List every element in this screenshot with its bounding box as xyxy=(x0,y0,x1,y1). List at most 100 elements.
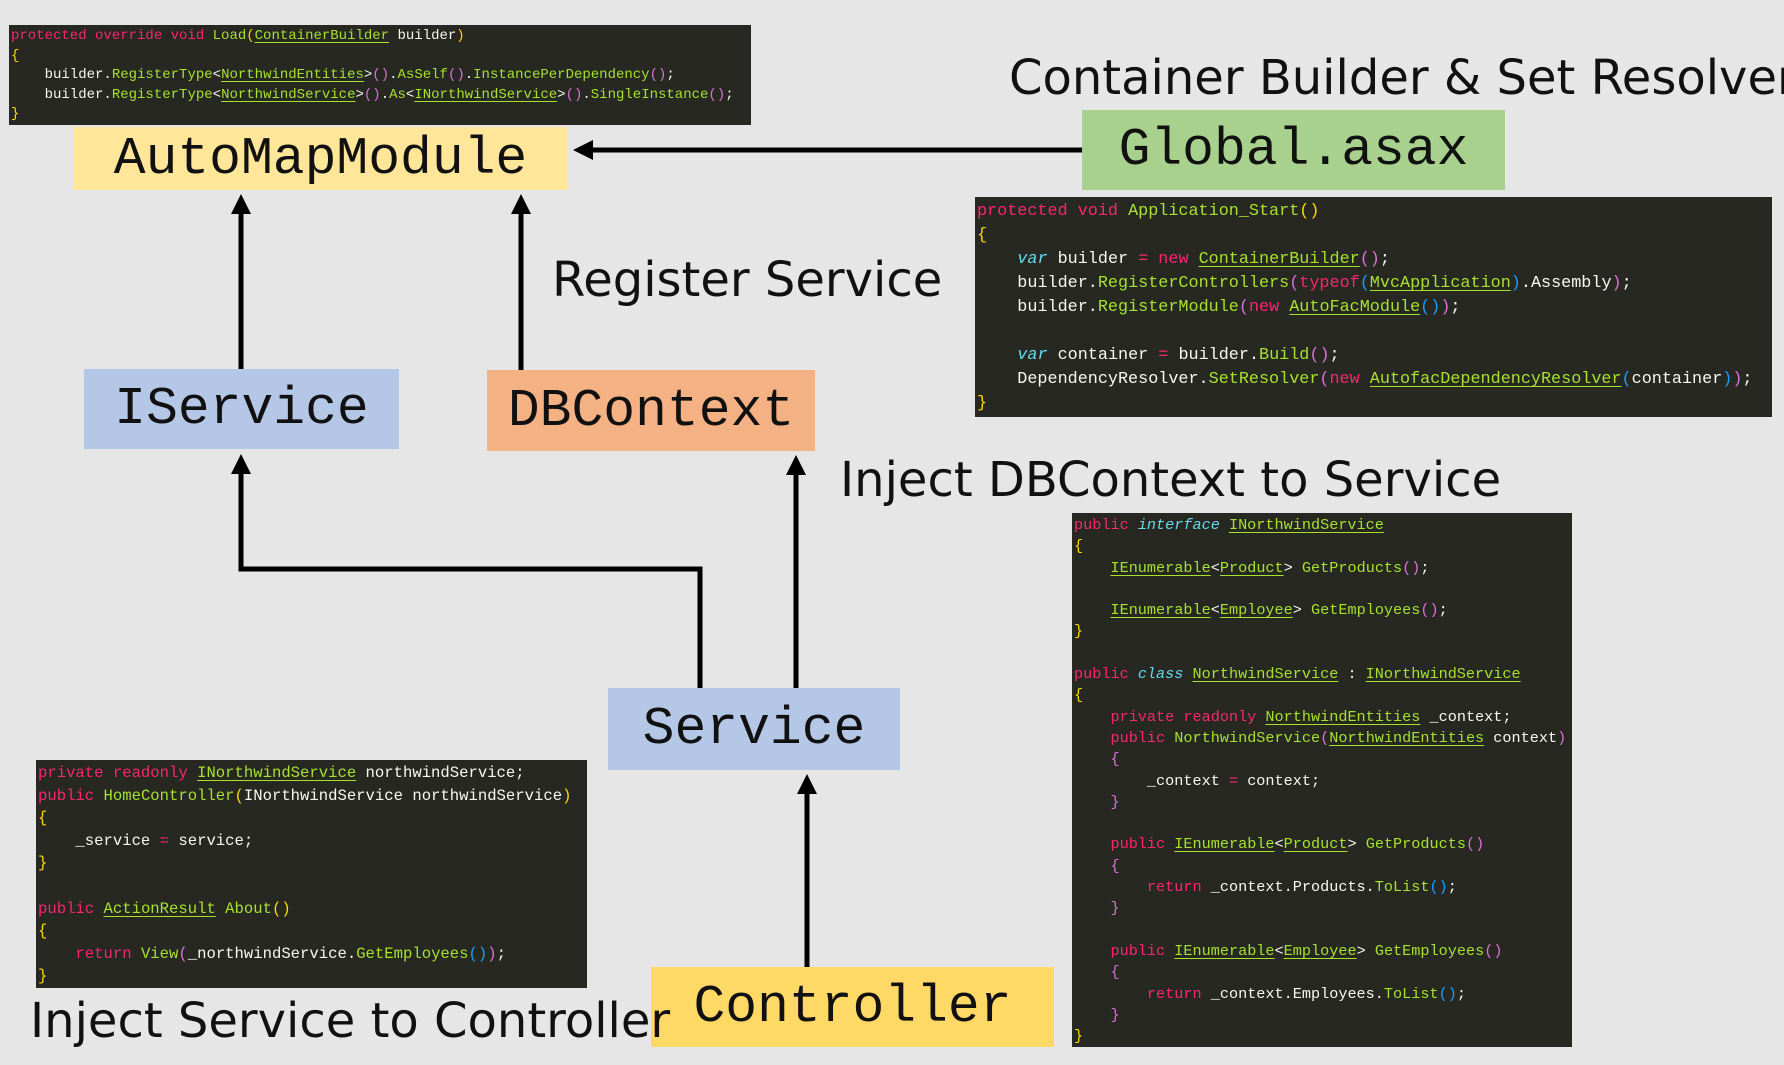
code-token: } xyxy=(38,967,48,986)
code-line: _context = context; xyxy=(1074,771,1572,792)
code-token: new xyxy=(1329,370,1370,389)
code-line: { xyxy=(1074,856,1572,877)
code-line: { xyxy=(1074,962,1572,983)
code-token: NorthwindEntities xyxy=(1265,707,1421,726)
code-token xyxy=(977,322,987,341)
code-token: GetProducts xyxy=(1301,558,1403,577)
code-line: public interface INorthwindService xyxy=(1074,515,1572,536)
code-token: { xyxy=(11,47,20,64)
code-token: builder xyxy=(1047,250,1139,269)
service-label: Service xyxy=(642,699,866,759)
code-line: { xyxy=(1074,536,1572,557)
code-token: _northwindService. xyxy=(187,944,357,963)
code-token: INorthwindService northwindService xyxy=(243,786,563,805)
code-token: () xyxy=(649,67,667,83)
home-controller-code: private readonly INorthwindService north… xyxy=(36,760,587,988)
code-token: NorthwindService xyxy=(1192,665,1339,684)
code-token: () xyxy=(271,899,291,918)
code-token: builder. xyxy=(11,86,112,103)
code-line xyxy=(1074,813,1572,834)
code-token: Build xyxy=(1259,346,1310,365)
code-token: NorthwindEntities xyxy=(221,67,364,83)
code-token: { xyxy=(1074,537,1084,556)
code-token: var xyxy=(1017,250,1048,269)
code-token: ( xyxy=(1238,298,1249,317)
code-token: SingleInstance xyxy=(590,86,709,103)
service-box: Service xyxy=(608,688,900,770)
code-line: builder.RegisterType<NorthwindService>()… xyxy=(11,86,751,106)
code-line: IEnumerable<Employee> GetEmployees(); xyxy=(1074,600,1572,621)
code-line: builder.RegisterType<NorthwindEntities>(… xyxy=(11,66,751,86)
code-token: protected void xyxy=(977,202,1129,221)
code-token: { xyxy=(977,226,988,245)
code-token: ) xyxy=(456,28,465,44)
code-token: public xyxy=(1110,941,1175,960)
code-token: ; xyxy=(1329,346,1340,365)
code-token: IEnumerable xyxy=(1174,941,1275,960)
code-token: ) xyxy=(487,944,497,963)
code-token: ) xyxy=(562,786,572,805)
code-line: return View(_northwindService.GetEmploye… xyxy=(38,943,587,966)
code-line: var container = builder.Build(); xyxy=(977,344,1772,368)
code-token xyxy=(1074,942,1110,960)
code-token: () xyxy=(447,67,465,83)
code-token xyxy=(1074,793,1110,811)
code-token: builder. xyxy=(1168,346,1260,365)
code-token: = new xyxy=(1138,250,1199,269)
arrow-service-to-iservice xyxy=(231,454,703,688)
code-line: builder.RegisterModule(new AutoFacModule… xyxy=(977,296,1772,320)
code-token xyxy=(977,250,1017,269)
code-line: } xyxy=(38,852,587,875)
code-token: Product xyxy=(1219,558,1284,577)
code-token: protected override void xyxy=(11,28,213,44)
code-line: } xyxy=(38,965,587,988)
code-token: .Assembly xyxy=(1520,274,1612,293)
code-token: IEnumerable xyxy=(1174,835,1275,854)
code-token: View xyxy=(140,944,179,963)
code-token xyxy=(1074,708,1110,726)
code-token: return xyxy=(75,944,141,963)
code-token: > xyxy=(1283,558,1302,577)
code-line: { xyxy=(11,47,751,67)
code-token: context xyxy=(1484,728,1558,747)
code-line: } xyxy=(1074,621,1572,642)
code-token: . xyxy=(389,67,398,83)
code-token: INorthwindService xyxy=(1228,516,1384,534)
code-token: () xyxy=(1484,941,1503,960)
code-token xyxy=(1074,835,1110,853)
code-token: Application_Start xyxy=(1128,202,1300,221)
code-token: _context xyxy=(1074,771,1229,790)
controller-box: Controller xyxy=(651,967,1054,1047)
code-token: context; xyxy=(1238,771,1321,790)
code-line: _service = service; xyxy=(38,830,587,853)
code-token: ContainerBuilder xyxy=(254,28,390,44)
code-token xyxy=(1074,729,1110,747)
code-token: _context; xyxy=(1420,707,1512,726)
code-token: container xyxy=(1047,346,1159,365)
code-token: ) xyxy=(1557,728,1567,747)
register-service-heading: Register Service xyxy=(552,252,943,308)
code-line: var builder = new ContainerBuilder(); xyxy=(977,248,1772,272)
code-token: IEnumerable xyxy=(1110,558,1211,577)
code-line: public IEnumerable<Employee> GetEmployee… xyxy=(1074,941,1572,962)
code-token: { xyxy=(1110,856,1120,875)
code-token: ( xyxy=(1359,274,1370,293)
code-token xyxy=(38,945,75,963)
code-line: } xyxy=(1074,898,1572,919)
code-token: () xyxy=(363,86,381,103)
code-token: > xyxy=(1292,601,1312,620)
code-token: ; xyxy=(1438,601,1448,620)
code-line: { xyxy=(1074,685,1572,706)
code-token: > xyxy=(557,86,566,103)
code-token: INorthwindService xyxy=(197,764,357,782)
code-token: class xyxy=(1137,665,1193,684)
code-token: var xyxy=(1017,346,1048,365)
code-line: { xyxy=(1074,749,1572,770)
code-token: { xyxy=(38,809,48,828)
code-line: DependencyResolver.SetResolver(new Autof… xyxy=(977,368,1772,392)
code-token: ( xyxy=(1621,370,1632,389)
code-token: () xyxy=(1402,558,1421,577)
code-token: RegisterModule xyxy=(1097,298,1239,317)
code-token: builder xyxy=(389,28,457,44)
